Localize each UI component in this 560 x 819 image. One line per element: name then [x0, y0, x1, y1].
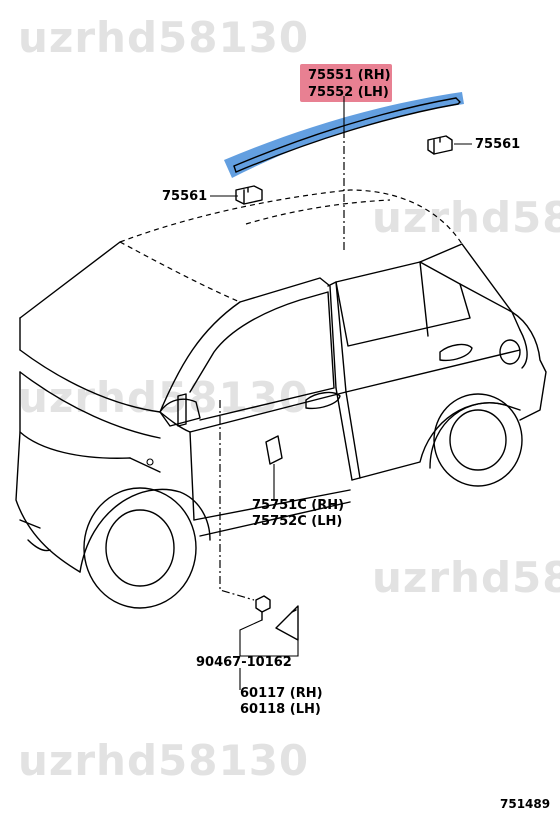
label-door-molding-rh: 75751C (RH) — [252, 498, 344, 513]
watermark-right-upper: uzrhd581 — [372, 193, 560, 242]
label-roof-molding-rh: 75551 (RH) — [308, 68, 391, 83]
leader-cover — [219, 400, 255, 601]
label-roof-molding-lh: 75552 (LH) — [308, 85, 389, 100]
watermark-right-lower: uzrhd581 — [372, 553, 560, 602]
roof-drip-molding — [233, 97, 461, 173]
watermark-top: uzrhd58130 — [18, 13, 309, 62]
clip-right-icon — [427, 135, 453, 155]
watermark-bottom: uzrhd58130 — [18, 736, 309, 785]
leader-screw-cover — [239, 619, 299, 690]
car-outline — [15, 189, 547, 609]
label-clip-right: 75561 — [475, 137, 520, 152]
cover-icon — [275, 605, 299, 641]
label-highlight — [300, 64, 392, 102]
screw-icon — [255, 595, 271, 621]
roof-molding-highlight — [224, 92, 464, 178]
label-clip-left: 75561 — [162, 189, 207, 204]
clip-left-icon — [235, 185, 263, 205]
label-cover-rh: 60117 (RH) — [240, 686, 323, 701]
figure-number: 751489 — [500, 797, 550, 811]
label-screw: 90467-10162 — [196, 655, 292, 670]
label-door-molding-lh: 75752C (LH) — [252, 514, 342, 529]
label-cover-lh: 60118 (LH) — [240, 702, 321, 717]
